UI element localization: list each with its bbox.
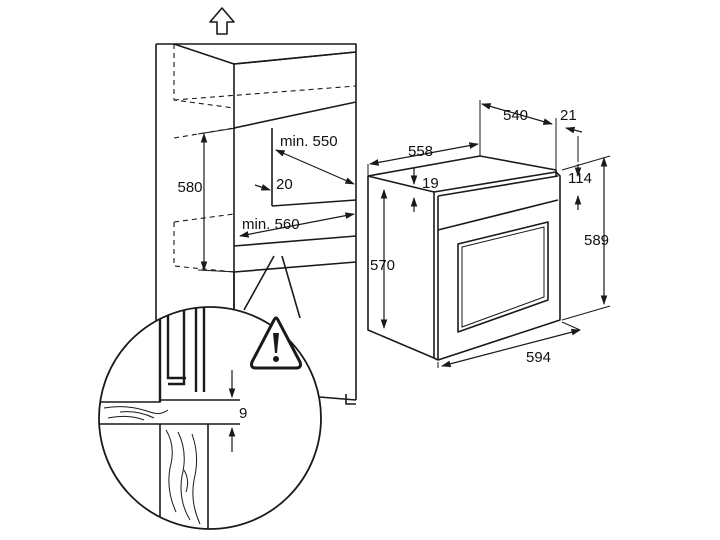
top-offset-label: 19 xyxy=(422,175,439,192)
body-height-label: 570 xyxy=(370,257,395,274)
oven-dimensions: 558 540 21 19 114 589 570 594 xyxy=(367,100,611,368)
niche-depth-label: min. 550 xyxy=(280,133,338,150)
oven-body-depth-label: 540 xyxy=(503,107,528,124)
oven-width-label: 594 xyxy=(526,349,551,366)
niche-gap-label: 20 xyxy=(276,176,293,193)
niche-height-label: 580 xyxy=(177,179,202,196)
oven-depth-label: 558 xyxy=(408,143,433,160)
control-height-label: 114 xyxy=(568,170,592,187)
oven xyxy=(367,155,561,361)
niche-dimensions: 580 min. 550 20 min. 560 xyxy=(177,127,355,273)
oven-height-label: 589 xyxy=(584,232,609,249)
detail-gap-label: 9 xyxy=(239,405,247,422)
front-thickness-label: 21 xyxy=(560,107,577,124)
detail-leader xyxy=(243,255,301,319)
warning-triangle-icon xyxy=(250,316,302,370)
niche-width-label: min. 560 xyxy=(242,216,300,233)
up-arrow-icon xyxy=(209,7,235,35)
